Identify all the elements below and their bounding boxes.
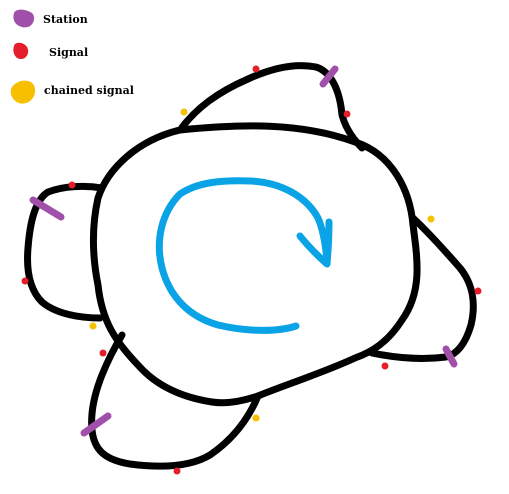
signal-marker bbox=[99, 349, 107, 357]
station-marker bbox=[442, 345, 458, 368]
legend-chained-signal-icon bbox=[10, 80, 36, 104]
legend-signal-label: Signal bbox=[49, 46, 89, 59]
station-marker bbox=[29, 196, 65, 221]
legend-station-label: Station bbox=[43, 13, 88, 26]
chained-signal-marker bbox=[252, 414, 260, 422]
station-marker bbox=[80, 412, 112, 437]
legend-signal-icon bbox=[13, 42, 29, 59]
left-lobe-track bbox=[24, 182, 106, 322]
central-loop-track bbox=[90, 122, 421, 407]
top-lobe-track bbox=[176, 62, 366, 152]
chained-signal-marker bbox=[89, 322, 97, 330]
signal-marker bbox=[21, 277, 29, 285]
signal-marker bbox=[381, 362, 389, 370]
signal-marker bbox=[252, 65, 260, 73]
legend-station-icon bbox=[13, 9, 35, 28]
legend-chained-signal-label: chained signal bbox=[44, 84, 134, 97]
chained-signal-marker bbox=[427, 215, 435, 223]
bottom-lobe-track bbox=[88, 331, 262, 470]
right-lobe-track bbox=[368, 214, 477, 362]
direction-arrow bbox=[155, 177, 331, 334]
chained-signal-marker bbox=[180, 108, 188, 116]
signal-marker bbox=[68, 181, 76, 189]
signal-marker bbox=[343, 110, 351, 118]
signal-marker bbox=[173, 467, 181, 475]
station-marker bbox=[319, 65, 339, 88]
signal-marker bbox=[474, 287, 482, 295]
direction-arrowhead bbox=[296, 218, 333, 268]
